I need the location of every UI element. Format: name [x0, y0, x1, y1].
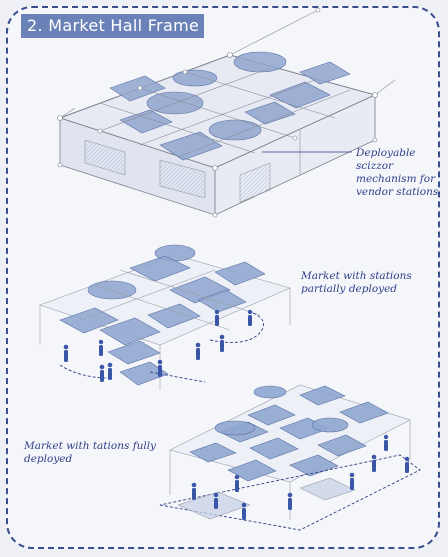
market-partially-deployed: [39, 244, 291, 390]
annotation-scissor-mechanism: Deployable scizzor mechanism for vendor …: [356, 147, 442, 199]
people-figures: [191, 434, 410, 520]
people-figures: [63, 309, 253, 382]
annotation-partially-deployed: Market with stations partially deployed: [301, 270, 431, 296]
annotation-line: partially deployed: [301, 283, 398, 295]
annotation-line: scizzor: [356, 160, 394, 172]
annotation-line: Market with tations fully: [24, 440, 156, 452]
market-fully-deployed: [159, 384, 421, 531]
annotation-line: vendor stations: [356, 186, 439, 198]
annotation-line: deployed: [24, 453, 73, 465]
market-hall-frame-collapsed: [57, 7, 396, 218]
annotation-line: Market with stations: [301, 270, 412, 282]
annotation-line: Deployable: [356, 147, 416, 159]
annotation-line: mechanism for: [356, 173, 436, 185]
annotation-fully-deployed: Market with tations fully deployed: [24, 440, 174, 466]
section-title: 2. Market Hall Frame: [21, 14, 204, 38]
